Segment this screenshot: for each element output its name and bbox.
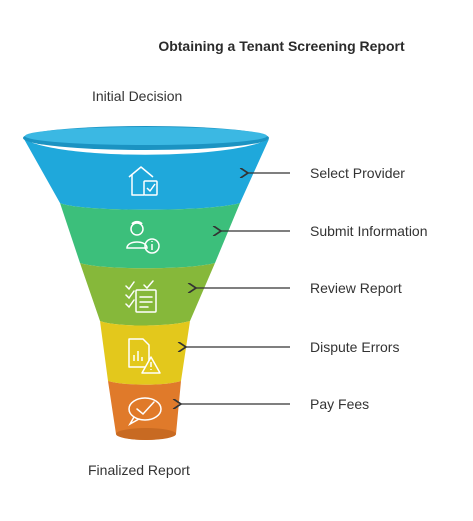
stage-5-band	[108, 381, 181, 440]
funnel-stage-pay-fees	[108, 381, 290, 440]
person-info-icon	[126, 220, 160, 254]
stage-label-review-report: Review Report	[310, 280, 402, 296]
diagram-title: Obtaining a Tenant Screening Report	[158, 38, 405, 54]
document-warning-icon	[128, 338, 161, 374]
stage-label-dispute-errors: Dispute Errors	[310, 339, 400, 355]
bottom-label: Finalized Report	[88, 462, 190, 478]
stage-label-pay-fees: Pay Fees	[310, 396, 370, 412]
funnel-stage-select-provider	[23, 126, 290, 210]
stage-4-band	[100, 321, 190, 385]
house-check-icon	[128, 166, 158, 196]
checklist-icon	[125, 280, 157, 313]
stage-3-band	[80, 263, 215, 326]
stage-1-band	[24, 139, 269, 210]
payment-check-icon	[128, 397, 162, 426]
stage-label-select-provider: Select Provider	[310, 165, 405, 181]
stage-label-submit-information: Submit Information	[310, 223, 428, 239]
top-label: Initial Decision	[92, 88, 183, 104]
funnel-bottom-rim	[116, 428, 176, 440]
stage-2-band	[60, 203, 240, 269]
funnel-stage-review-report	[80, 263, 290, 326]
funnel-stage-dispute-errors	[100, 321, 290, 385]
funnel-stage-submit-information	[60, 203, 290, 269]
